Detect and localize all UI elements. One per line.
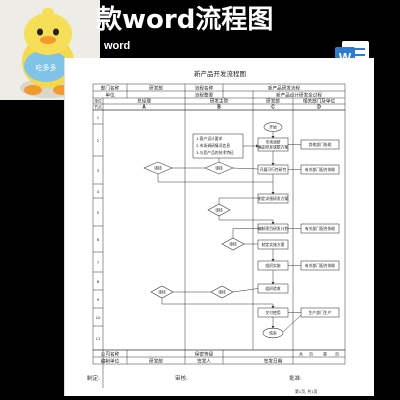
review-label: 审核	[215, 166, 223, 171]
flow-connectors	[157, 131, 302, 333]
trial-label: 组织实施	[265, 263, 280, 268]
review-diamond-b2	[207, 203, 231, 217]
research-label: 确定研发课题方案	[258, 145, 289, 150]
footer-cell: 共	[299, 352, 303, 357]
footer-cell: 研发部	[149, 358, 163, 365]
note-line: 2.市场调研情况信息	[196, 143, 230, 148]
lane-header-a: 总经理	[137, 98, 151, 105]
header-cell: 单位	[94, 99, 102, 104]
note-line: 1.客户设计要求	[196, 136, 223, 141]
trial-support-label: 有关部门配合协助	[305, 263, 336, 268]
lane-header-b: 研发主管	[210, 98, 229, 105]
row-number: 2	[97, 138, 100, 143]
row-number: 9	[97, 297, 100, 302]
sign-label-prepared: 制定:	[87, 374, 100, 382]
banner-title: 款word流程图	[96, 5, 274, 35]
document-page: 新产品开发流程图 部门名称 研发部 流程名称 新产品研发流程 单位 流程整要 新…	[64, 58, 374, 400]
row-number: 1	[97, 115, 100, 120]
footer-table	[92, 349, 346, 365]
header-cell: 流程整要	[195, 92, 214, 99]
deliver-label: 交付使用	[265, 310, 280, 315]
footer-cell: 第	[323, 352, 327, 357]
bottom-strip	[0, 396, 400, 400]
row-number: 5	[97, 210, 100, 215]
footer-cell: 公司名称	[101, 351, 120, 358]
lane-letter-node: 节点	[94, 105, 102, 110]
footer-cell: 签发人	[197, 358, 211, 365]
review-label: 审核	[215, 208, 223, 213]
row-number: 8	[97, 279, 100, 284]
lane-letter-b: B	[217, 105, 221, 111]
footer-cell: 签发日期	[264, 358, 283, 365]
review-label: 审核	[218, 290, 226, 295]
row-number: 10	[96, 315, 101, 320]
review-label: 审核	[154, 166, 162, 171]
end-label: 结束	[269, 331, 277, 336]
detail-plan-label: 制定详细研发方案	[258, 196, 289, 201]
header-table	[92, 83, 346, 388]
lane-letter-d: D	[317, 105, 321, 111]
review-label: 审核	[158, 290, 166, 295]
feasibility-label: 开展可行性研究	[260, 167, 287, 172]
footer-cell: 编制单位	[101, 358, 120, 365]
develop-support-label: 有关部门配合协助	[305, 226, 336, 231]
footer-cell: 保密等级	[195, 351, 214, 358]
footer-cell: 页	[335, 352, 339, 357]
feasibility-support-label: 有关部门配合协助	[305, 167, 336, 172]
research-label: 市场调研	[265, 140, 280, 145]
header-cell: 新产品设计研发全过程	[276, 92, 322, 99]
row-number: 6	[97, 237, 100, 242]
page-number: 第1页, 共1页	[295, 389, 318, 394]
header-cell: 流程名称	[195, 85, 214, 92]
banner-subtitle: word	[104, 40, 131, 52]
lane-letter-c: C	[271, 105, 275, 111]
requirements-box	[192, 133, 244, 159]
develop-plan-label: 编制项目研发计划	[258, 226, 289, 231]
lane-header-c: 研发部	[266, 98, 280, 105]
mascot-label: 吃多多	[36, 63, 57, 72]
implementation-plan-label: 制定实施方案	[262, 242, 285, 247]
row-number: 11	[96, 336, 101, 341]
header-cell: 新产品研发流程	[268, 85, 301, 92]
cooperate-label: 其他部门协助	[309, 142, 332, 147]
lane-letter-a: A	[142, 105, 146, 111]
row-number: 7	[97, 260, 100, 265]
mascot-image: 吃多多	[0, 0, 100, 100]
sign-label-reviewed: 审核:	[175, 374, 188, 382]
header-cell: 部门名称	[101, 85, 120, 92]
review-label: 审核	[229, 242, 237, 247]
document-title: 新产品开发流程图	[194, 69, 246, 78]
acceptance-label: 组织验收	[265, 286, 280, 291]
row-number: 3	[97, 168, 100, 173]
footer-cell: 页	[309, 352, 313, 357]
banner: 吃多多 款word流程图 word W	[0, 0, 400, 100]
note-line: 3.与竞产品的技术特征	[196, 150, 234, 155]
lane-header-d: 相关部门及单位	[303, 98, 336, 105]
row-number: 4	[97, 189, 100, 194]
start-label: 开始	[269, 125, 277, 130]
sign-label-approved: 批准:	[289, 374, 302, 382]
header-cell: 研发部	[149, 85, 163, 92]
header-cell: 单位	[105, 92, 115, 99]
production-label: 生产部门生产	[309, 310, 332, 315]
